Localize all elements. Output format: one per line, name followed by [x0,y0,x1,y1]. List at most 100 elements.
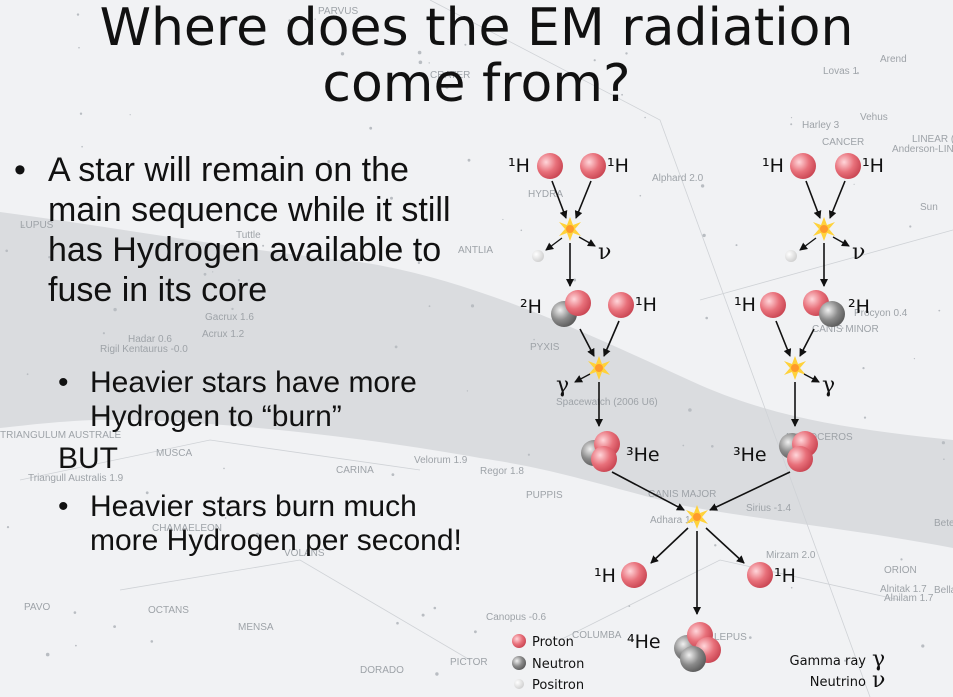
star-map-label: Rigil Kentaurus -0.0 [100,344,188,355]
star-map-label: Velorum 1.9 [414,455,468,466]
legend-neutrino-label: Neutrino [810,675,866,690]
background-star [390,196,393,200]
right-branch: ¹H ¹H ν ¹H ²H γ ³He [733,153,884,472]
star-map-label: HYDRA [528,189,563,200]
star-map-label: LUPUS [20,220,54,231]
star-map-label: LINEAR (2 [912,134,953,145]
star-map-label: MUSCA [156,448,192,459]
legend-neutron-label: Neutron [532,657,584,672]
neutrino-symbol: ν [598,240,611,265]
star-map-label: Anderson-LINEA [892,144,953,155]
fusion-flash [559,217,581,241]
h1-label: ¹H [734,294,756,316]
h2-label: ²H [848,296,870,318]
background-star [943,458,945,461]
background-star [625,52,628,55]
background-star [76,13,80,16]
proton [835,153,861,179]
star-map-label: PAVO [24,602,51,613]
star-map-label: Regor 1.8 [480,466,524,477]
background-star [682,444,685,447]
title-line-2: come from? [322,54,631,114]
background-star [502,218,504,221]
background-star [428,62,430,64]
h2-label: ²H [520,296,542,318]
background-star [6,526,10,529]
proton [608,292,634,318]
background-star [900,558,903,561]
star-map-label: CANIS MINOR [812,324,879,335]
star-map-label: Betel [934,518,953,529]
title-line-1: Where does the EM radiation [99,0,854,58]
positron [785,250,797,262]
star-map-label: Sun [920,202,938,213]
star-map-label: PARVUS [318,6,359,17]
background-star [921,644,925,648]
h1-label: ¹H [594,565,616,587]
neutrino-symbol: ν [852,240,865,265]
background-star [340,52,345,56]
background-star [941,441,946,445]
proton [790,153,816,179]
background-star [735,244,738,247]
background-star [938,309,941,312]
h1-label: ¹H [862,155,884,177]
background-star [466,390,469,392]
background-star [417,261,421,265]
background-star [150,640,154,643]
background-star [237,279,241,282]
background-star [469,35,472,38]
star-map-label: Tuttle [236,230,261,241]
background-star [119,506,123,510]
background-star [81,145,83,148]
background-star [418,60,423,65]
bullet-dot: • [14,151,26,189]
bullet-dot: • [58,366,69,399]
background-star [45,652,50,657]
fusion-flash [813,217,835,241]
proton [621,562,647,588]
gamma-symbol: γ [556,373,569,398]
slide-title: Where does the EM radiation come from? [0,0,953,112]
background-star [593,59,596,62]
star-map-label: TRIANGULUM AUSTRALE [0,430,121,441]
star-map-label: ORION [884,565,917,576]
star-map-label: Vehus [860,112,888,123]
star-map-label: LEPUS [714,632,747,643]
legend-neutron-swatch [512,656,526,670]
background-star [75,644,77,647]
legend: Proton Neutron Positron Gamma ray γ Neut… [512,634,885,693]
background-star [790,123,793,126]
proton [760,292,786,318]
background-star [78,46,80,49]
background-star [644,116,646,119]
background-star [621,93,623,96]
star-map-label: PYXIS [530,342,560,353]
background-star [314,18,316,20]
background-star [218,204,221,208]
h1-label: ¹H [508,155,530,177]
star-map-label: MENSA [238,622,274,633]
background-star [203,272,207,276]
star-map-label: Sirius -1.4 [746,503,791,514]
background-star [220,514,223,517]
star-map-label: MONOCEROS [786,432,853,443]
star-map-label: PICTOR [450,657,488,668]
background-star [394,345,398,349]
background-star [26,373,29,376]
background-star [705,316,708,320]
star-map-label: Spacewatch (2006 U6) [556,397,658,408]
final-fusion: ¹H ¹H ⁴He [594,471,796,672]
background-star [22,224,24,227]
background-star [844,659,847,662]
background-star [428,305,431,308]
legend-positron-swatch [514,679,524,689]
star-map-label: Lovas 1 [823,66,858,77]
proton [591,446,617,472]
neutron [680,646,706,672]
background-star [749,636,752,639]
gamma-symbol: γ [822,373,835,398]
background-star [48,256,51,259]
star-map-label: VOLANS [284,548,325,559]
